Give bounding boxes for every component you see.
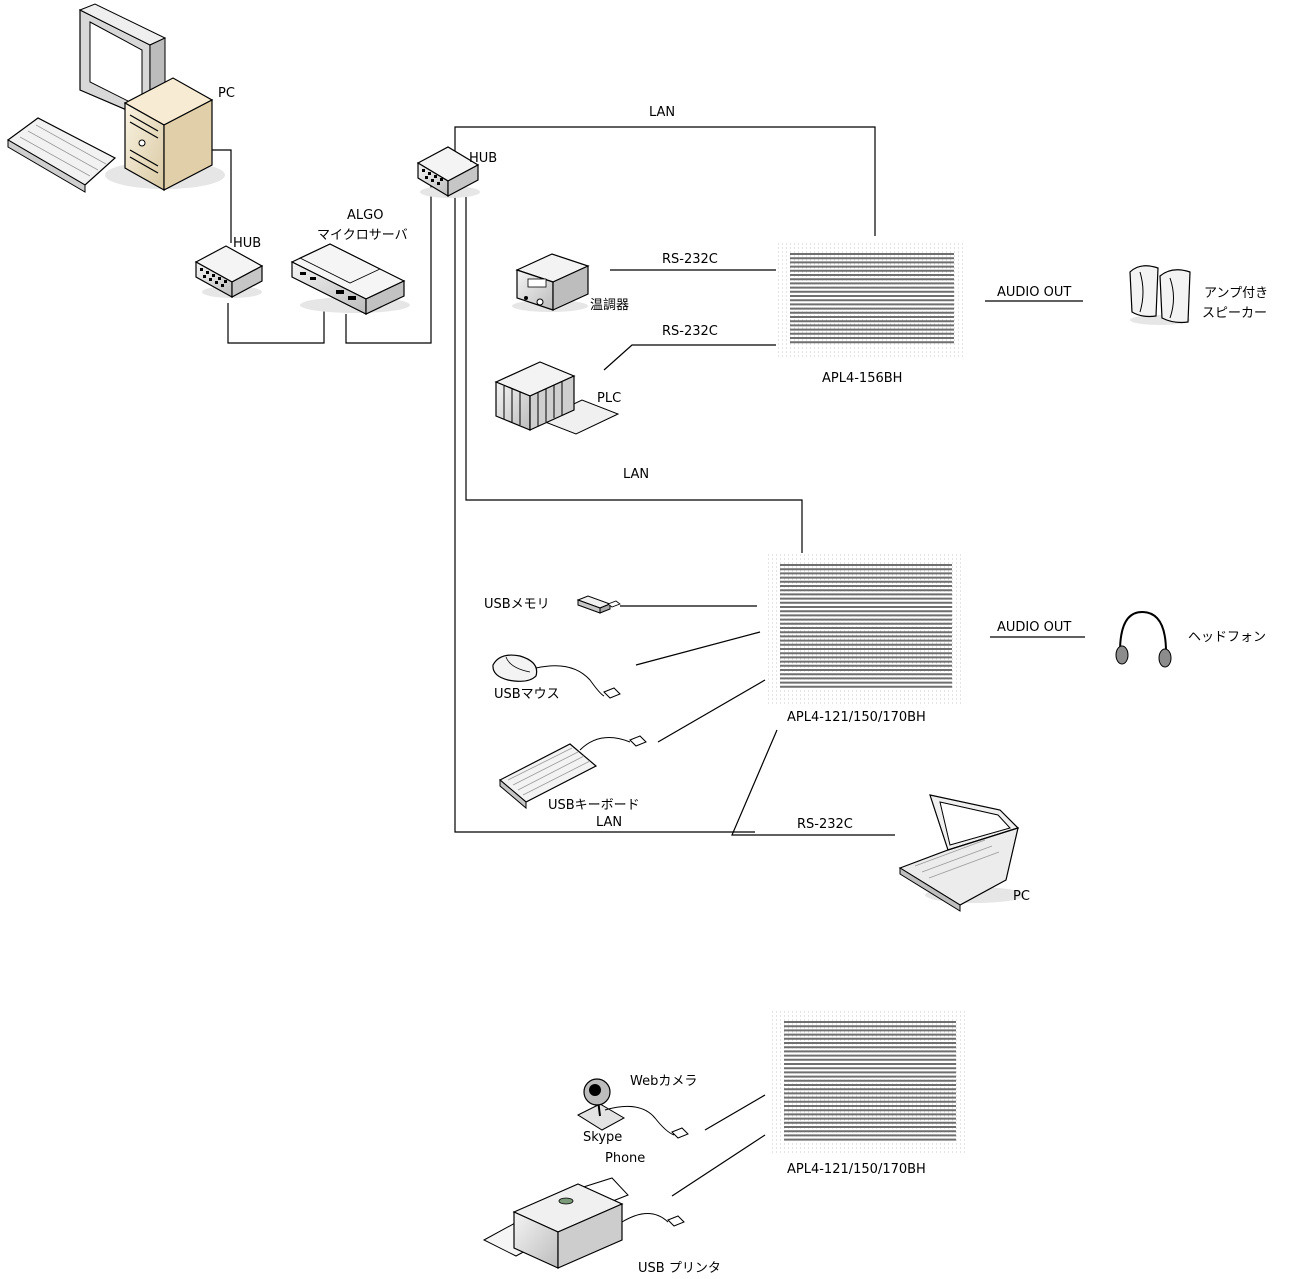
wire-lan-panel3 [454,196,755,833]
wire-usb-webcam [704,1094,766,1131]
panel-computer-icon [768,553,964,705]
wire-pc-hub [212,149,232,243]
headphone-label: ヘッドフォン [1188,630,1266,645]
audio-out-label-2: AUDIO OUT [997,620,1071,635]
mouse-icon [492,654,621,699]
usb-mouse-label: USBマウス [494,687,560,702]
panel-1-label: APL4-156BH [822,371,902,386]
lan-label-3: LAN [596,815,622,830]
network-hub-icon [194,245,264,299]
usb-memory-label: USBメモリ [484,597,550,612]
webcam-icon [576,1078,689,1139]
wire-lan-panel1 [454,126,876,236]
wire-lan-panel2 [465,196,803,562]
usb-printer-label: USB プリンタ [638,1261,721,1276]
usb-memory-icon [576,595,621,614]
temp-controller-label: 温調器 [590,298,629,313]
hub-top-label: HUB [469,151,497,166]
plc-label: PLC [597,391,621,406]
pc-top-label: PC [218,86,235,101]
speaker-label-2: スピーカー [1202,306,1267,321]
algo-label-1: ALGO [347,208,383,223]
micro-server-icon [290,243,410,315]
temperature-controller-icon [512,253,590,312]
usb-keyboard-label: USBキーボード [548,798,640,813]
rs232c-label-3: RS-232C [797,817,853,832]
keyboard-icon [498,735,647,810]
panel-2-label: APL4-121/150/170BH [787,710,926,725]
panel-frame [772,1010,968,1155]
connection-lines [212,126,1085,1197]
network-hub-icon [416,146,480,198]
rs232c-label-1: RS-232C [662,252,718,267]
audio-out-label-1: AUDIO OUT [997,285,1071,300]
panel-computer-icon [772,1010,968,1155]
panel-computer-icon [778,242,966,358]
lan-label-1: LAN [649,105,675,120]
rs232c-label-2: RS-232C [662,324,718,339]
speaker-label-1: アンプ付き [1204,286,1268,301]
wire-server-tophub [345,180,432,344]
wire-usb-mouse [635,631,761,666]
skype-label-1: Skype [583,1130,622,1145]
wire-rs232c-laptop [731,729,895,836]
printer-icon [482,1177,685,1269]
wire-usb-printer [671,1134,766,1197]
speaker-icon [1129,265,1191,325]
webcam-label: Webカメラ [630,1074,697,1089]
algo-label-2: マイクロサーバ [317,228,408,243]
hub-left-label: HUB [233,236,261,251]
panel-3-label: APL4-121/150/170BH [787,1162,926,1177]
headphone-icon [1115,610,1172,668]
skype-label-2: Phone [605,1151,645,1166]
laptop-icon [898,794,1025,912]
wire-usb-keyboard [657,679,766,743]
lan-label-2: LAN [623,467,649,482]
plc-icon [494,361,620,435]
desktop-computer-icon [6,3,225,193]
wire-rs232c-plc [603,344,776,371]
wire-hub-server [227,303,325,344]
pc-laptop-label: PC [1013,889,1030,904]
